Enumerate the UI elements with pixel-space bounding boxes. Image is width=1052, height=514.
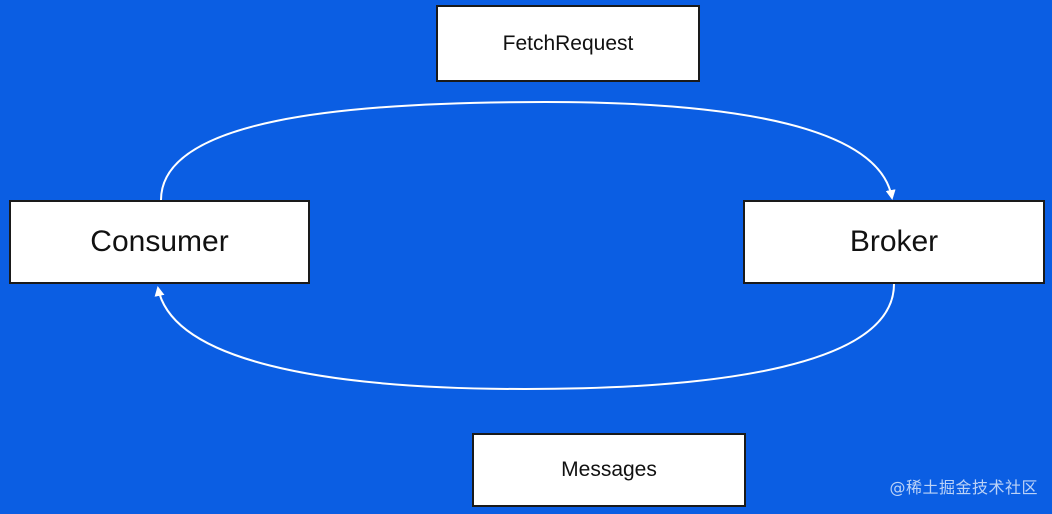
fetch-request-arrow xyxy=(160,100,896,201)
watermark: @稀土掘金技术社区 xyxy=(889,478,1038,497)
messages-label-box: Messages xyxy=(472,433,746,507)
consumer-label: Consumer xyxy=(90,225,229,258)
fetch-request-label-box: FetchRequest xyxy=(436,5,700,82)
messages-arrow xyxy=(154,283,895,391)
broker-label: Broker xyxy=(849,225,939,258)
broker-node: Broker xyxy=(743,200,1045,284)
messages-label: Messages xyxy=(561,458,657,481)
consumer-node: Consumer xyxy=(9,200,310,284)
fetch-request-label: FetchRequest xyxy=(502,31,634,55)
